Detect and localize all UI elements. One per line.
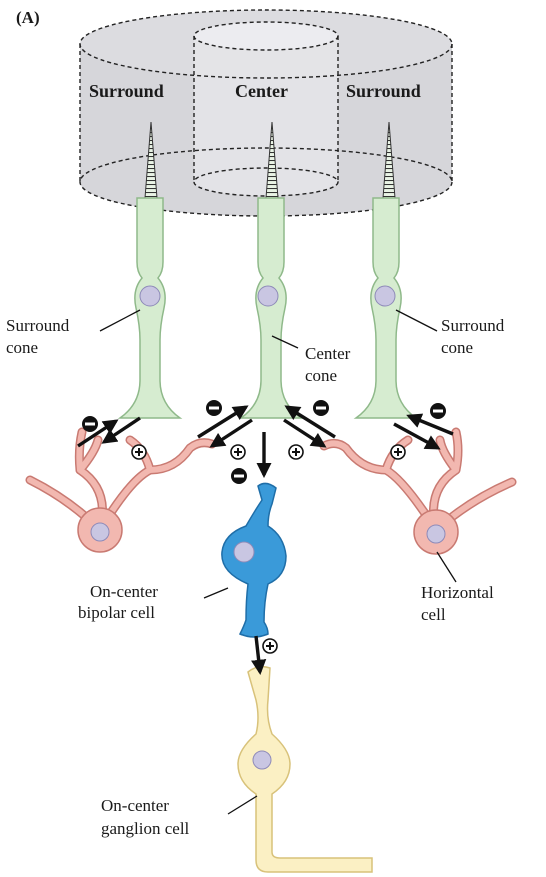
horizontal-cell-right — [319, 427, 517, 555]
minus-sign — [313, 400, 329, 416]
cone-left — [117, 121, 183, 419]
surround-region-left-label: Surround — [89, 81, 164, 101]
horizontal-cell-left — [25, 427, 217, 553]
ganglion-cell — [237, 665, 373, 873]
center-cone-label: Center cone — [305, 344, 355, 385]
plus-signs — [131, 444, 406, 654]
bipolar-cell-label: On-center bipolar cell — [78, 582, 162, 622]
minus-sign — [231, 468, 247, 484]
cone-center — [238, 121, 304, 419]
plus-sign — [230, 444, 246, 460]
bipolar-cell — [221, 482, 287, 638]
receptive-field-cylinder — [79, 9, 453, 217]
plus-sign — [390, 444, 406, 460]
surround-cone-left-label: Surround cone — [6, 316, 74, 357]
plus-sign — [131, 444, 147, 460]
surround-cone-right-label: Surround cone — [441, 316, 509, 357]
surround-region-right-label: Surround — [346, 81, 421, 101]
panel-label: (A) — [16, 8, 40, 27]
horizontal-cell-label: Horizontal cell — [421, 583, 498, 624]
arrows — [77, 405, 454, 676]
center-region-label: Center — [235, 81, 288, 101]
ganglion-cell-label: On-center ganglion cell — [101, 796, 190, 838]
minus-sign — [206, 400, 222, 416]
minus-sign — [82, 416, 98, 432]
plus-sign — [262, 638, 278, 654]
minus-sign — [430, 403, 446, 419]
plus-sign — [288, 444, 304, 460]
minus-signs — [82, 400, 446, 484]
leader-lines — [99, 309, 457, 815]
